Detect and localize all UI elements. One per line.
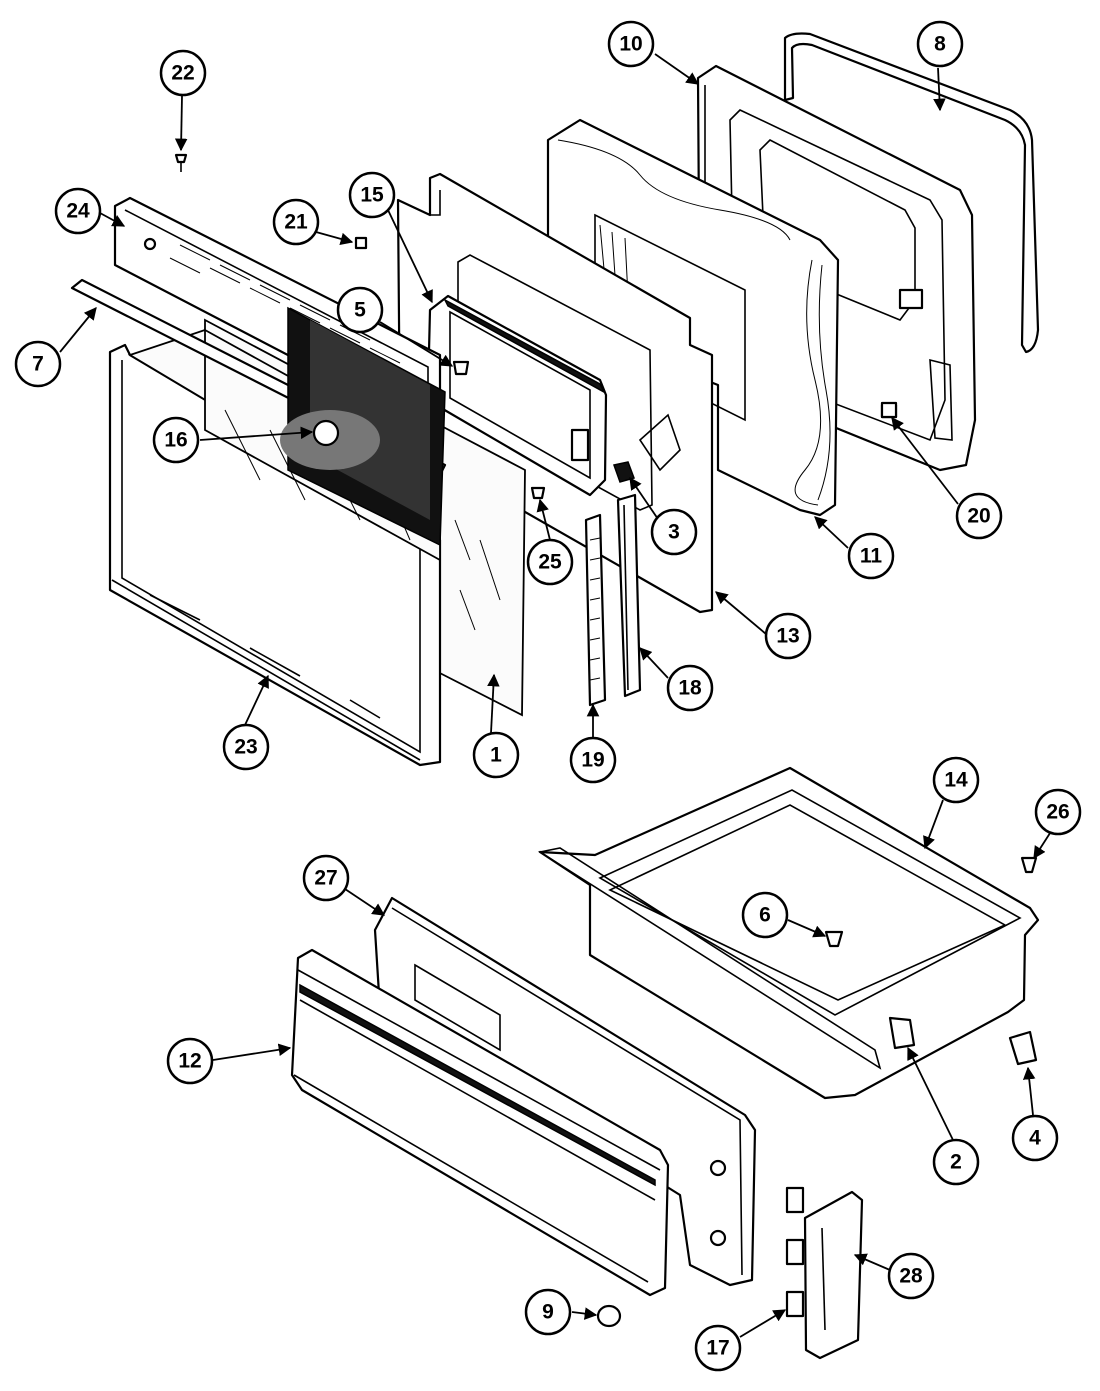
callout-12: 12 xyxy=(166,1037,214,1085)
callout-4-label: 4 xyxy=(1029,1127,1041,1150)
callout-25: 25 xyxy=(526,538,574,586)
callout-2-label: 2 xyxy=(950,1151,962,1174)
callout-28-label: 28 xyxy=(899,1265,923,1288)
screw-part-5 xyxy=(452,360,470,376)
callout-14-label: 14 xyxy=(944,769,968,792)
callout-11: 11 xyxy=(847,532,895,580)
callout-10: 10 xyxy=(607,20,655,68)
callout-10-label: 10 xyxy=(619,33,642,56)
screw-part-22 xyxy=(174,153,188,172)
callout-4: 4 xyxy=(1011,1114,1059,1162)
screw-part-6 xyxy=(824,930,844,948)
callout-3-label: 3 xyxy=(668,521,680,544)
callout-21: 21 xyxy=(272,198,320,246)
clip-part-20 xyxy=(880,401,898,419)
callout-27-label: 27 xyxy=(314,867,337,890)
callout-23: 23 xyxy=(222,723,270,771)
clip-part-4 xyxy=(1008,1030,1038,1066)
callout-18-label: 18 xyxy=(678,677,702,700)
callout-24: 24 xyxy=(54,187,102,235)
callout-24-label: 24 xyxy=(66,200,90,223)
storage-drawer-part xyxy=(537,766,1040,1100)
window-shield-part xyxy=(280,306,446,547)
callout-19-label: 19 xyxy=(581,749,604,772)
hinge-part xyxy=(584,513,607,707)
callout-8: 8 xyxy=(916,20,964,68)
door-gasket-part xyxy=(783,32,1040,354)
callout-5: 5 xyxy=(336,286,384,334)
callout-25-label: 25 xyxy=(538,551,562,574)
callout-13-label: 13 xyxy=(776,625,799,648)
callout-26: 26 xyxy=(1034,788,1082,836)
callout-5-label: 5 xyxy=(354,299,366,322)
callout-8-label: 8 xyxy=(934,33,946,56)
callout-3: 3 xyxy=(650,508,698,556)
bumper-part-9 xyxy=(596,1304,622,1328)
callout-13: 13 xyxy=(764,612,812,660)
callout-17-label: 17 xyxy=(706,1337,729,1360)
callout-23-label: 23 xyxy=(234,736,257,759)
callout-16: 16 xyxy=(152,416,200,464)
screw-part-21 xyxy=(354,236,368,250)
callout-20-label: 20 xyxy=(967,505,990,528)
callout-22-label: 22 xyxy=(171,62,194,85)
callout-1: 1 xyxy=(472,731,520,779)
callout-15: 15 xyxy=(348,171,396,219)
callout-12-label: 12 xyxy=(178,1050,201,1073)
screw-part-26 xyxy=(1020,856,1038,874)
screw-part-25 xyxy=(530,486,546,500)
callout-6: 6 xyxy=(741,891,789,939)
leader-lines xyxy=(59,53,1053,1338)
callout-9-label: 9 xyxy=(542,1301,554,1324)
callout-26-label: 26 xyxy=(1046,801,1069,824)
callout-27: 27 xyxy=(302,854,350,902)
callout-17: 17 xyxy=(694,1324,742,1372)
callout-21-label: 21 xyxy=(284,211,308,234)
pad-part-17 xyxy=(785,1186,805,1318)
callout-19: 19 xyxy=(569,736,617,784)
callout-18: 18 xyxy=(666,664,714,712)
callout-28: 28 xyxy=(887,1252,935,1300)
callout-22: 22 xyxy=(159,49,207,97)
callout-7: 7 xyxy=(14,340,62,388)
callout-16-label: 16 xyxy=(164,429,187,452)
callout-14: 14 xyxy=(932,756,980,804)
callout-2: 2 xyxy=(932,1138,980,1186)
callout-6-label: 6 xyxy=(759,904,771,927)
door-lock-bracket-part xyxy=(426,294,608,497)
side-trim-part xyxy=(803,1190,864,1360)
callout-15-label: 15 xyxy=(360,184,384,207)
callout-7-label: 7 xyxy=(32,353,44,376)
callout-20: 20 xyxy=(955,492,1003,540)
callout-11-label: 11 xyxy=(860,545,883,568)
callout-9: 9 xyxy=(524,1288,572,1336)
hinge-channel-part xyxy=(616,493,642,698)
callout-1-label: 1 xyxy=(490,744,502,767)
drawer-front-part xyxy=(290,948,670,1297)
